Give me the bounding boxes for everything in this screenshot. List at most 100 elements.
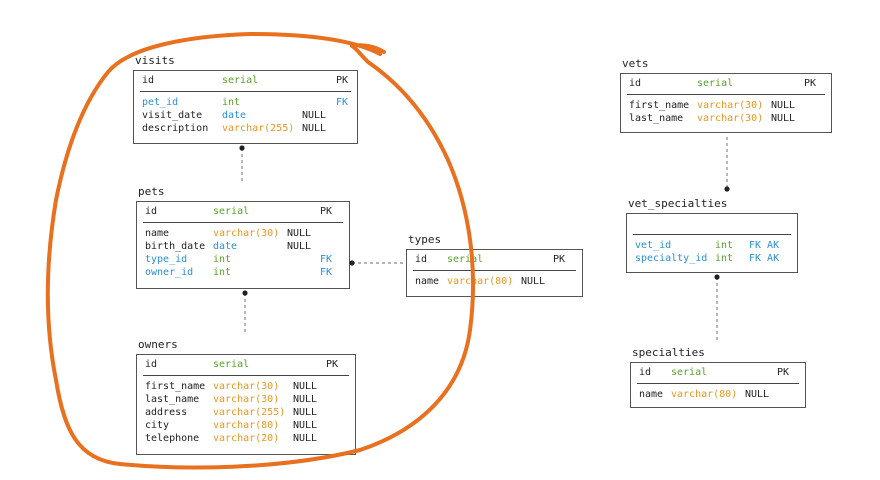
owners-column-row: address varchar(255) NULL — [143, 406, 349, 419]
pets-col-name: type_id — [145, 254, 188, 265]
visits-table: id serial PK pet_id int FK visit_date da… — [133, 70, 358, 144]
pets-col-extra: FK — [320, 267, 333, 278]
types-col-name: name — [415, 276, 440, 287]
owners-col-name: last_name — [145, 394, 200, 405]
types-header: id serial PK — [413, 250, 576, 271]
types-column-row: name varchar(80) NULL — [413, 275, 576, 288]
owners-col-type: varchar(20) — [213, 433, 280, 444]
owners-table-title: owners — [138, 338, 178, 351]
vet-specialties-col-extra: FK AK — [749, 240, 780, 251]
owners-col-extra: NULL — [293, 407, 318, 418]
vet-specialties-column-row: vet_id int FK AK — [633, 239, 791, 252]
vets-columns: first_name varchar(30) NULL last_name va… — [621, 95, 831, 129]
annotation-circle — [45, 32, 475, 470]
specialties-table: id serial PK name varchar(80) NULL — [630, 362, 806, 408]
types-col-type: varchar(80) — [447, 276, 514, 287]
specialties-column-row: name varchar(80) NULL — [637, 388, 799, 401]
owners-column-row: first_name varchar(30) NULL — [143, 380, 349, 393]
specialties-col-name: name — [639, 389, 664, 400]
pets-column-row: birth_date date NULL — [143, 240, 343, 253]
owners-col-type: varchar(80) — [213, 420, 280, 431]
visits-column-row: pet_id int FK — [140, 96, 351, 109]
pets-col-type: varchar(30) — [213, 228, 280, 239]
pets-col-type: int — [213, 267, 232, 278]
pets-column-row: owner_id int FK — [143, 266, 343, 279]
visits-col-extra: NULL — [302, 110, 327, 121]
visits-pk-key: PK — [336, 75, 349, 86]
vets-col-type: varchar(30) — [697, 100, 764, 111]
pets-column-row: name varchar(30) NULL — [143, 227, 343, 240]
vets-pk-key: PK — [804, 78, 817, 89]
vets-column-row: last_name varchar(30) NULL — [627, 112, 825, 125]
types-pk-name: id — [415, 254, 428, 265]
specialties-table-title: specialties — [632, 346, 705, 359]
owners-column-row: telephone varchar(20) NULL — [143, 432, 349, 445]
pets-owners-connector-dot — [242, 290, 248, 296]
visits-header: id serial PK — [140, 71, 351, 92]
vets-col-name: last_name — [629, 113, 684, 124]
owners-header: id serial PK — [143, 355, 349, 376]
vets-vet-specialties-connector-dot — [724, 186, 730, 192]
vets-column-row: first_name varchar(30) NULL — [627, 99, 825, 112]
pets-pk-name: id — [145, 206, 158, 217]
owners-col-extra: NULL — [293, 394, 318, 405]
pets-col-name: birth_date — [145, 241, 206, 252]
owners-column-row: last_name varchar(30) NULL — [143, 393, 349, 406]
vet-specialties-table: vet_id int FK AK specialty_id int FK AK — [626, 213, 798, 273]
pets-col-extra: NULL — [287, 228, 312, 239]
types-columns: name varchar(80) NULL — [407, 271, 582, 292]
vet-specialties-header — [633, 214, 791, 235]
vets-table-title: vets — [622, 57, 649, 70]
vets-header: id serial PK — [627, 74, 825, 95]
vet-specialties-specialties-connector-dot — [714, 274, 720, 280]
vet-specialties-column-row: specialty_id int FK AK — [633, 252, 791, 265]
visits-col-extra: FK — [336, 97, 349, 108]
owners-col-extra: NULL — [293, 420, 318, 431]
owners-col-name: first_name — [145, 381, 206, 392]
pets-col-name: name — [145, 228, 170, 239]
owners-col-type: varchar(30) — [213, 394, 280, 405]
specialties-col-type: varchar(80) — [671, 389, 738, 400]
pets-table-title: pets — [138, 185, 165, 198]
owners-col-name: city — [145, 420, 170, 431]
owners-pk-type: serial — [213, 359, 250, 370]
vets-col-name: first_name — [629, 100, 690, 111]
pets-col-type: int — [213, 254, 232, 265]
vet-specialties-col-type: int — [715, 253, 734, 264]
visits-pk-name: id — [142, 75, 155, 86]
owners-col-name: telephone — [145, 433, 200, 444]
vet-specialties-columns: vet_id int FK AK specialty_id int FK AK — [627, 235, 797, 269]
specialties-columns: name varchar(80) NULL — [631, 384, 805, 405]
vets-col-extra: NULL — [771, 100, 796, 111]
visits-col-extra: NULL — [302, 123, 327, 134]
vets-table: id serial PK first_name varchar(30) NULL… — [620, 73, 832, 133]
owners-columns: first_name varchar(30) NULL last_name va… — [137, 376, 355, 449]
vet-specialties-table-title: vet_specialties — [628, 197, 728, 210]
types-pk-type: serial — [447, 254, 484, 265]
owners-pk-key: PK — [326, 359, 339, 370]
specialties-pk-name: id — [639, 367, 652, 378]
specialties-pk-type: serial — [671, 367, 708, 378]
visits-column-row: description varchar(255) NULL — [140, 122, 351, 135]
types-col-extra: NULL — [521, 276, 546, 287]
visits-pk-type: serial — [222, 75, 259, 86]
types-table: id serial PK name varchar(80) NULL — [406, 249, 583, 297]
vets-col-extra: NULL — [771, 113, 796, 124]
types-pk-key: PK — [553, 254, 566, 265]
visits-columns: pet_id int FK visit_date date NULL descr… — [134, 92, 357, 139]
pets-column-row: type_id int FK — [143, 253, 343, 266]
owners-pk-name: id — [145, 359, 158, 370]
owners-col-type: varchar(255) — [213, 407, 286, 418]
pets-col-name: owner_id — [145, 267, 194, 278]
pets-types-connector-dot — [349, 260, 355, 266]
pets-col-extra: NULL — [287, 241, 312, 252]
vets-pk-name: id — [629, 78, 642, 89]
vet-specialties-col-name: vet_id — [635, 240, 672, 251]
visits-col-type: varchar(255) — [222, 123, 295, 134]
visits-column-row: visit_date date NULL — [140, 109, 351, 122]
pets-columns: name varchar(30) NULL birth_date date NU… — [137, 223, 349, 283]
specialties-col-extra: NULL — [745, 389, 770, 400]
vet-specialties-col-type: int — [715, 240, 734, 251]
owners-col-extra: NULL — [293, 433, 318, 444]
vets-pk-type: serial — [697, 78, 734, 89]
